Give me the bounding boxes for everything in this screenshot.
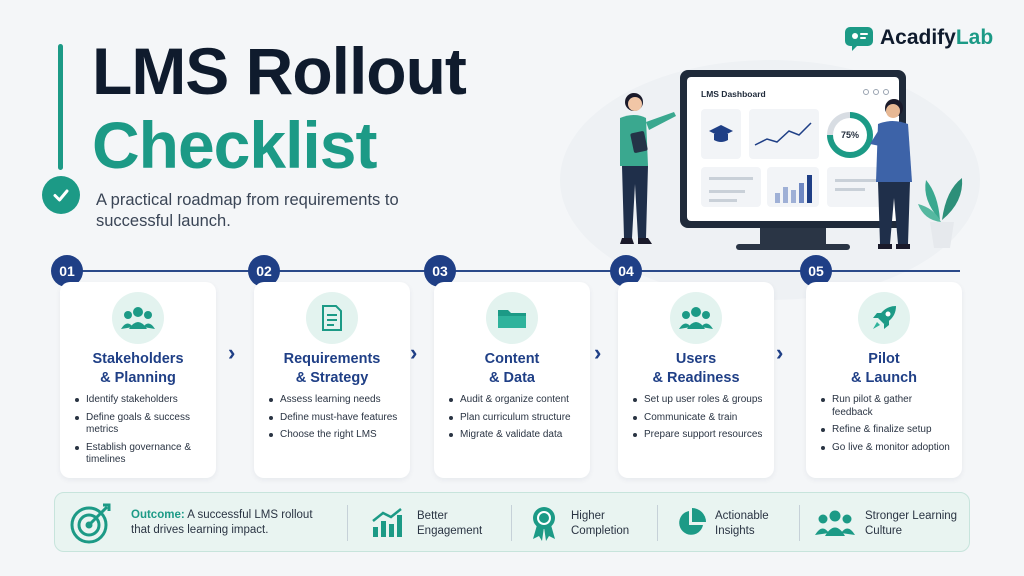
list-item: Prepare support resources <box>632 429 766 442</box>
document-icon <box>306 292 358 344</box>
progress-label: 75% <box>833 118 867 152</box>
step-number-1: 01 <box>51 255 83 287</box>
step-title: Requirements& Strategy <box>283 351 381 386</box>
step-card-pilot: Pilot& Launch Run pilot & gather feedbac… <box>806 282 962 478</box>
step-checklist: Run pilot & gather feedback Refine & fin… <box>820 394 954 459</box>
list-item: Run pilot & gather feedback <box>820 394 954 419</box>
team-icon <box>670 292 722 344</box>
step-title: Users& Readiness <box>652 351 740 386</box>
step-card-users: Users& Readiness Set up user roles & gro… <box>618 282 774 478</box>
window-controls <box>863 89 889 95</box>
divider <box>347 505 348 541</box>
brand-logo: AcadifyLab <box>844 26 994 51</box>
dashboard-screen: LMS Dashboard 75% <box>687 77 899 221</box>
divider <box>657 505 658 541</box>
progress-ring: 75% <box>827 112 873 158</box>
list-item: Communicate & train <box>632 412 766 425</box>
divider <box>799 505 800 541</box>
presenter-man-illustration <box>870 99 912 249</box>
bar-card <box>767 167 819 207</box>
people-icon <box>112 292 164 344</box>
trend-card <box>749 109 819 159</box>
list-item: Identify stakeholders <box>74 394 208 407</box>
step-checklist: Audit & organize content Plan curriculum… <box>448 394 582 447</box>
list-item: Refine & finalize setup <box>820 424 954 437</box>
graduation-cap-icon <box>709 125 733 142</box>
text-card <box>701 167 761 207</box>
list-item: Migrate & validate data <box>448 429 582 442</box>
logo-icon <box>844 26 874 51</box>
step-title: Stakeholders& Planning <box>92 351 184 386</box>
presenter-woman-illustration <box>620 93 676 244</box>
check-icon <box>42 176 80 214</box>
folder-icon <box>486 292 538 344</box>
step-number-2: 02 <box>248 255 280 287</box>
plant-icon <box>918 178 963 248</box>
list-item: Choose the right LMS <box>268 429 402 442</box>
pie-chart-icon <box>675 507 707 544</box>
outcome-bar: Outcome: A successful LMS rollout that d… <box>54 492 970 552</box>
page-subtitle: A practical roadmap from requirements to… <box>96 191 399 231</box>
brand-name: AcadifyLab <box>880 26 994 49</box>
list-item: Define goals & success metrics <box>74 412 208 437</box>
chevron-right-icon: › <box>594 340 602 365</box>
step-card-stakeholders: Stakeholders& Planning Identify stakehol… <box>60 282 216 478</box>
timeline-line <box>70 270 960 272</box>
list-item: Audit & organize content <box>448 394 582 407</box>
step-title: Content& Data <box>484 351 540 386</box>
award-medal-icon <box>529 505 559 546</box>
rocket-icon <box>858 292 910 344</box>
dashboard-title: LMS Dashboard <box>701 89 766 99</box>
course-card <box>701 109 741 159</box>
bar-chart-icon <box>775 175 812 203</box>
divider <box>511 505 512 541</box>
list-item: Define must-have features <box>268 412 402 425</box>
step-number-5: 05 <box>800 255 832 287</box>
growth-chart-icon <box>371 507 405 544</box>
step-number-4: 04 <box>610 255 642 287</box>
step-card-requirements: Requirements& Strategy Assess learning n… <box>254 282 410 478</box>
chevron-right-icon: › <box>776 340 784 365</box>
monitor-stand <box>760 228 826 244</box>
page-title-line2: Checklist <box>92 108 377 182</box>
info-card <box>827 167 885 207</box>
step-card-content: Content& Data Audit & organize content P… <box>434 282 590 478</box>
title-accent-bar <box>58 44 63 170</box>
chevron-right-icon: › <box>228 340 236 365</box>
step-number-3: 03 <box>424 255 456 287</box>
page-title-line1: LMS Rollout <box>92 34 467 108</box>
outcome-statement: Outcome: A successful LMS rollout that d… <box>131 509 313 536</box>
monitor-base <box>736 244 850 250</box>
chevron-right-icon: › <box>410 340 418 365</box>
step-checklist: Identify stakeholders Define goals & suc… <box>74 394 208 472</box>
line-trend-icon <box>754 122 812 146</box>
list-item: Set up user roles & groups <box>632 394 766 407</box>
step-checklist: Assess learning needs Define must-have f… <box>268 394 402 447</box>
list-item: Plan curriculum structure <box>448 412 582 425</box>
list-item: Establish governance & timelines <box>74 442 208 467</box>
target-icon <box>69 501 113 550</box>
list-item: Go live & monitor adoption <box>820 442 954 455</box>
community-icon <box>815 509 855 542</box>
dashboard-monitor: LMS Dashboard 75% <box>680 70 906 228</box>
step-title: Pilot& Launch <box>850 351 918 386</box>
list-item: Assess learning needs <box>268 394 402 407</box>
step-checklist: Set up user roles & groups Communicate &… <box>632 394 766 447</box>
